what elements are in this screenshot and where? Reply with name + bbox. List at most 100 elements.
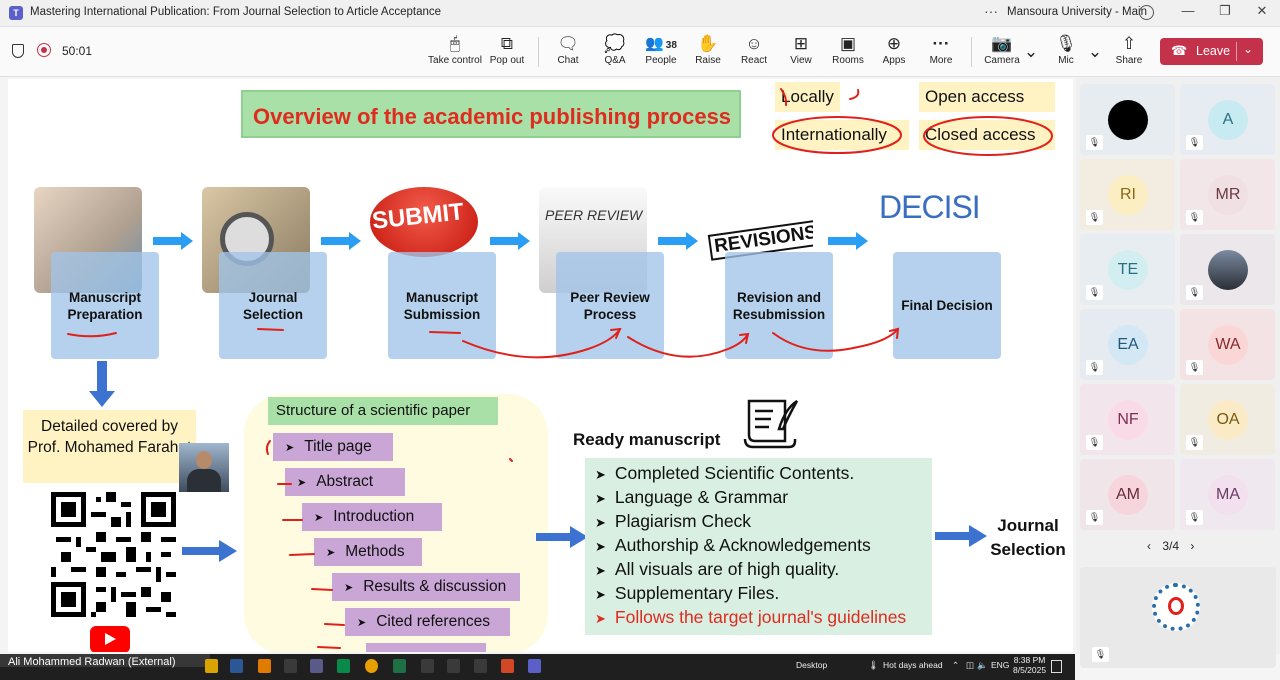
youtube-icon[interactable] — [90, 626, 130, 652]
minimize-button[interactable]: — — [1181, 3, 1195, 18]
mic-muted-icon: 🎙 — [1086, 135, 1103, 150]
file-explorer-icon[interactable] — [205, 659, 218, 673]
chrome-icon[interactable] — [365, 659, 378, 673]
participant-tile[interactable]: A🎙 — [1180, 84, 1275, 155]
raise-hand-button[interactable]: ✋Raise — [680, 33, 736, 66]
covered-by-note: Detailed covered by Prof. Mohamed Faraha… — [23, 410, 196, 483]
participant-tile[interactable]: AM🎙 — [1080, 459, 1175, 530]
structure-item: ➤Introduction — [302, 503, 442, 531]
participant-tile[interactable]: 🎙 — [1180, 234, 1275, 305]
chevron-left-icon[interactable]: ‹ — [1147, 539, 1151, 553]
step-manuscript-preparation: Manuscript Preparation — [51, 252, 159, 359]
checklist-item-highlight: ➤Follows the target journal's guidelines — [595, 607, 907, 627]
arrow-right-icon — [658, 232, 698, 250]
meeting-toolbar: 50:01 🖱Take control ⧉Pop out 🗨Chat 💭Q&A … — [0, 27, 1280, 77]
mic-muted-icon: 🎙 — [1086, 210, 1103, 225]
app-icon[interactable] — [230, 659, 243, 673]
notifications-icon[interactable] — [1051, 660, 1062, 673]
pop-out-button[interactable]: ⧉Pop out — [479, 33, 535, 66]
app-icon[interactable] — [310, 659, 323, 673]
qr-code[interactable] — [51, 492, 176, 617]
network-icon[interactable]: ◫ — [966, 660, 975, 670]
share-button[interactable]: ⇧Share — [1101, 33, 1157, 66]
app-icon[interactable] — [258, 659, 271, 673]
camera-options-chevron-icon[interactable]: ⌄ — [1023, 42, 1039, 61]
camera-button[interactable]: 📷Camera — [974, 33, 1030, 66]
app-icon[interactable] — [421, 659, 434, 673]
camera-off-icon: 📷 — [991, 34, 1013, 53]
scroll-quill-icon — [743, 399, 799, 449]
apps-button[interactable]: ⊕Apps — [866, 33, 922, 66]
rooms-button[interactable]: ▣Rooms — [820, 33, 876, 66]
participant-avatar: AM — [1108, 475, 1148, 515]
app-icon[interactable] — [474, 659, 487, 673]
chat-button[interactable]: 🗨Chat — [540, 33, 596, 66]
weather-text[interactable]: Hot days ahead — [883, 660, 943, 670]
step-revision-resubmission: Revision and Resubmission — [725, 252, 833, 359]
paper-structure-title: Structure of a scientific paper — [268, 397, 498, 425]
arrow-down-icon — [89, 361, 115, 407]
checklist-item: ➤Completed Scientific Contents. — [595, 463, 855, 483]
participant-tile[interactable]: EA🎙 — [1080, 309, 1175, 380]
participant-tile[interactable]: TE🎙 — [1080, 234, 1175, 305]
participant-avatar: MR — [1208, 175, 1248, 215]
step-manuscript-submission: Manuscript Submission — [388, 252, 496, 359]
close-button[interactable]: ✕ — [1256, 3, 1268, 18]
view-button[interactable]: ⊞View — [773, 33, 829, 66]
checklist-item: ➤Supplementary Files. — [595, 583, 780, 603]
org-avatar-icon[interactable] — [1139, 5, 1154, 20]
take-control-button[interactable]: 🖱Take control — [428, 34, 482, 66]
ready-manuscript-title: Ready manuscript — [573, 430, 721, 449]
participant-tile[interactable]: 🎙 — [1080, 84, 1175, 155]
mic-button[interactable]: 🎙Mic — [1038, 33, 1094, 66]
mic-options-chevron-icon[interactable]: ⌄ — [1087, 42, 1103, 61]
participant-avatar — [1108, 100, 1148, 140]
qa-button[interactable]: 💭Q&A — [587, 33, 643, 66]
powerpoint-icon[interactable] — [501, 659, 514, 673]
participant-tile-logo[interactable]: 🎙 — [1080, 567, 1276, 668]
app-icon[interactable] — [447, 659, 460, 673]
desktop-label[interactable]: Desktop — [796, 660, 828, 670]
input-language[interactable]: ENG — [991, 660, 1010, 670]
participant-tile[interactable]: NF🎙 — [1080, 384, 1175, 455]
qa-icon: 💭 — [604, 34, 626, 53]
arrow-right-icon — [935, 525, 987, 547]
raise-hand-icon: ✋ — [697, 34, 719, 53]
tag-open-access: Open access — [919, 82, 1055, 112]
mic-off-icon: 🎙 — [1055, 34, 1077, 53]
teams-icon[interactable] — [528, 659, 541, 673]
volume-icon[interactable]: 🔈 — [977, 660, 988, 670]
structure-item: ➤Abstract — [285, 468, 405, 496]
participant-tile[interactable]: OA🎙 — [1180, 384, 1275, 455]
mic-muted-icon: 🎙 — [1186, 210, 1203, 225]
shield-icon[interactable] — [12, 44, 24, 58]
mic-muted-icon: 🎙 — [1186, 135, 1203, 150]
structure-item: ➤Title page — [273, 433, 393, 461]
mic-muted-icon: 🎙 — [1186, 360, 1203, 375]
ready-manuscript-checklist: ➤Completed Scientific Contents. ➤Languag… — [585, 458, 932, 635]
participant-avatar: EA — [1108, 325, 1148, 365]
maximize-button[interactable]: ❐ — [1219, 3, 1231, 18]
organization-logo-icon — [1152, 583, 1200, 631]
more-icon: ··· — [932, 34, 950, 53]
more-options-icon[interactable]: ··· — [984, 3, 998, 19]
react-button[interactable]: ☺React — [726, 33, 782, 66]
chevron-down-icon[interactable]: ⌄ — [1243, 42, 1254, 56]
more-button[interactable]: ···More — [913, 33, 969, 66]
participant-tile[interactable]: MR 🎙 — [1180, 159, 1275, 230]
mic-muted-icon: 🎙 — [1086, 435, 1103, 450]
app-icon[interactable] — [284, 659, 297, 673]
leave-button[interactable]: ☎ Leave ⌄ — [1160, 38, 1263, 65]
excel-icon[interactable] — [393, 659, 406, 673]
edge-icon[interactable] — [337, 659, 350, 673]
organization-name[interactable]: Mansoura University - Main — [1007, 6, 1147, 18]
chevron-right-icon[interactable]: › — [1190, 539, 1195, 553]
participant-avatar: A — [1208, 100, 1248, 140]
clock[interactable]: 8:38 PM 8/5/2025 — [1013, 655, 1047, 675]
tray-chevron-icon[interactable]: ⌃ — [952, 660, 960, 670]
participant-tile[interactable]: MA🎙 — [1180, 459, 1275, 530]
participant-tile[interactable]: WA🎙 — [1180, 309, 1275, 380]
participant-tile[interactable]: RI🎙 — [1080, 159, 1175, 230]
recording-icon — [37, 43, 51, 57]
